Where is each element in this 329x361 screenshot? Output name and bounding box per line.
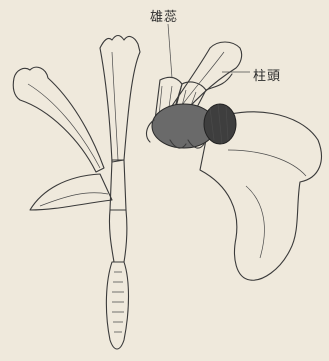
- floral-column: [109, 160, 126, 262]
- label-stigma: 柱頭: [253, 65, 281, 84]
- label-stamen: 雄蕊: [150, 6, 178, 25]
- insect: [147, 104, 236, 148]
- stamen-leader-line: [168, 24, 172, 78]
- ovary: [106, 262, 128, 349]
- petal-lower-left: [30, 174, 112, 210]
- petal-top-center: [100, 36, 140, 163]
- petal-left: [13, 67, 104, 172]
